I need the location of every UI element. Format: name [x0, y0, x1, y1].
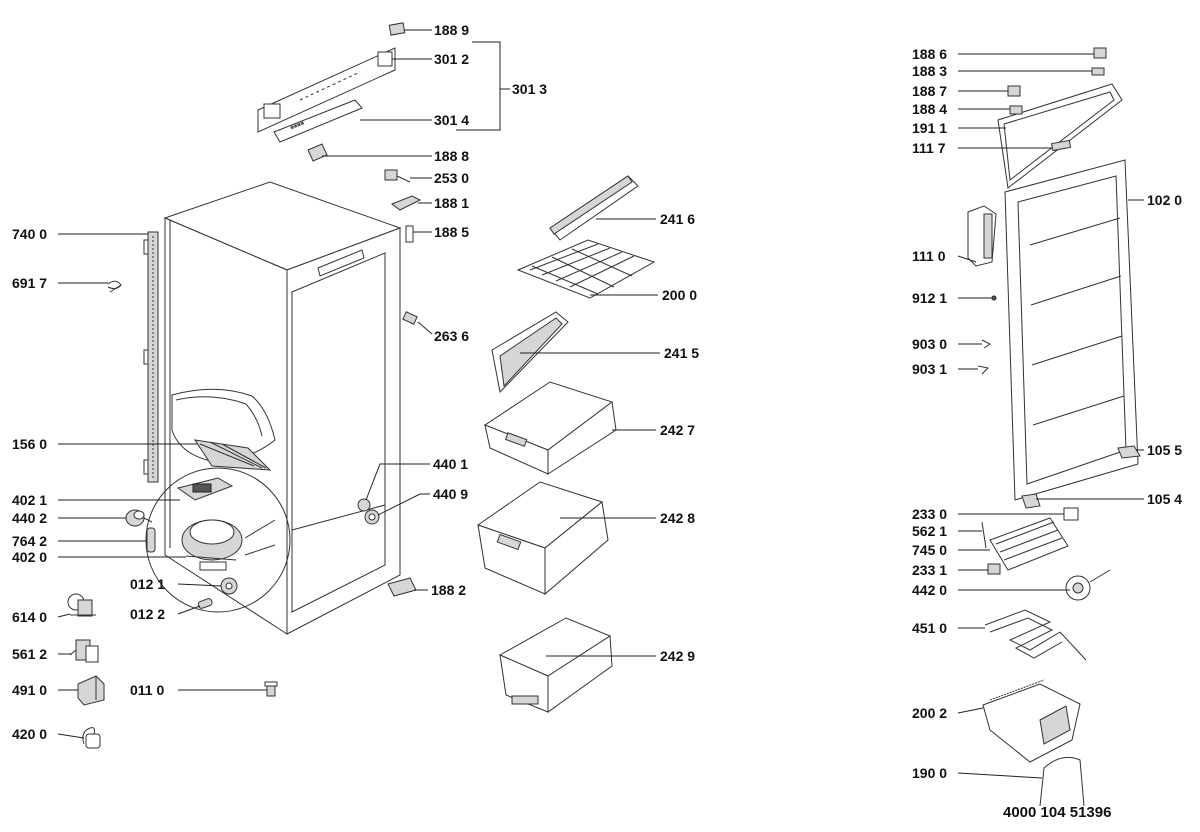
- label-561-2: 561 2: [12, 646, 47, 662]
- door-gasket-part: [997, 83, 1123, 189]
- relay-cover-part: [77, 675, 105, 706]
- label-188-1: 188 1: [434, 195, 469, 211]
- hinge-right-parts: [1021, 445, 1141, 509]
- label-241-5: 241 5: [664, 345, 699, 361]
- hinge-top-part: [390, 195, 422, 211]
- label-102-0: 102 0: [1147, 192, 1182, 208]
- label-188-3: 188 3: [912, 63, 947, 79]
- label-253-0: 253 0: [434, 170, 469, 186]
- label-301-4: 301 4: [434, 112, 469, 128]
- handle-label-part: [1051, 139, 1072, 152]
- label-242-7: 242 7: [660, 422, 695, 438]
- label-111-7: 111 7: [912, 140, 946, 156]
- defrost-heater-part: [984, 609, 1087, 661]
- svg-text:■■■■: ■■■■: [290, 120, 306, 131]
- label-903-1: 903 1: [912, 361, 947, 377]
- small-cap-parts: [1007, 47, 1107, 115]
- label-188-9: 188 9: [434, 22, 469, 38]
- flap-part: [549, 175, 639, 241]
- label-301-3: 301 3: [512, 81, 547, 97]
- label-745-0: 745 0: [912, 542, 947, 558]
- label-105-5: 105 5: [1147, 442, 1182, 458]
- clip-part: [107, 280, 122, 293]
- label-188-4: 188 4: [912, 101, 947, 117]
- label-191-1: 191 1: [912, 120, 947, 136]
- drawer-top-part: [483, 381, 617, 475]
- label-012-2: 012 2: [130, 606, 165, 622]
- top-panel-part: [257, 47, 396, 133]
- screws-door-parts: [977, 295, 997, 375]
- label-562-1: 562 1: [912, 523, 947, 539]
- label-105-4: 105 4: [1147, 491, 1182, 507]
- drain-plug-part: [357, 498, 380, 525]
- capacitor-part: [125, 509, 153, 527]
- label-402-0: 402 0: [12, 549, 47, 565]
- pin-top-part: [405, 225, 414, 243]
- top-cover-part: ■■■■: [273, 99, 363, 143]
- wire-shelf-part: [516, 239, 656, 299]
- label-156-0: 156 0: [12, 436, 47, 452]
- label-903-0: 903 0: [912, 336, 947, 352]
- part-labels: 188 9 301 2 301 3 301 4 188 8 253 0 188 …: [12, 22, 1182, 821]
- drawer-middle-part: [476, 481, 609, 596]
- label-188-2: 188 2: [431, 582, 466, 598]
- grommet-part: [220, 577, 238, 595]
- label-440-9: 440 9: [433, 486, 468, 502]
- heater-parts: [981, 507, 1111, 601]
- label-233-0: 233 0: [912, 506, 947, 522]
- side-rail-part: [143, 231, 159, 483]
- label-188-6: 188 6: [912, 46, 947, 62]
- label-740-0: 740 0: [12, 226, 47, 242]
- label-402-1: 402 1: [12, 492, 47, 508]
- label-912-1: 912 1: [912, 290, 947, 306]
- label-764-2: 764 2: [12, 533, 47, 549]
- label-242-9: 242 9: [660, 648, 695, 664]
- label-301-2: 301 2: [434, 51, 469, 67]
- switch-part: [384, 169, 411, 183]
- button-part: [388, 22, 406, 36]
- label-263-6: 263 6: [434, 328, 469, 344]
- label-614-0: 614 0: [12, 609, 47, 625]
- label-190-0: 190 0: [912, 765, 947, 781]
- drawer-bottom-part: [498, 617, 613, 713]
- filter-drier-part: [146, 527, 156, 553]
- pin-part: [197, 598, 213, 609]
- label-188-5: 188 5: [434, 224, 469, 240]
- label-440-1: 440 1: [433, 456, 468, 472]
- relay-part: [69, 639, 99, 663]
- label-part: [307, 143, 328, 162]
- hinge-bottom-part: [387, 577, 417, 597]
- label-440-2: 440 2: [12, 510, 47, 526]
- label-012-1: 012 1: [130, 576, 165, 592]
- label-200-0: 200 0: [662, 287, 697, 303]
- label-188-8: 188 8: [434, 148, 469, 164]
- hinge-pin-part: [402, 311, 418, 325]
- label-442-0: 442 0: [912, 582, 947, 598]
- leader-lines: [57, 29, 1144, 779]
- label-111-0: 111 0: [912, 248, 946, 264]
- label-241-6: 241 6: [660, 211, 695, 227]
- label-188-7: 188 7: [912, 83, 947, 99]
- label-451-0: 451 0: [912, 620, 947, 636]
- drain-tube-part: [1039, 756, 1085, 807]
- label-420-0: 420 0: [12, 726, 47, 742]
- door-handle-part: [967, 205, 997, 267]
- label-233-1: 233 1: [912, 562, 947, 578]
- label-242-8: 242 8: [660, 510, 695, 526]
- drawer-front-part: [491, 311, 569, 394]
- compressor-compartment: [145, 467, 291, 613]
- evaporator-cover-part: [982, 679, 1081, 763]
- label-011-0: 011 0: [130, 682, 164, 698]
- thermostat-part: [67, 593, 96, 617]
- screw-part: [264, 681, 278, 697]
- label-691-7: 691 7: [12, 275, 47, 291]
- label-200-2: 200 2: [912, 705, 947, 721]
- cable-capacitor-part: [82, 727, 101, 749]
- label-491-0: 491 0: [12, 682, 47, 698]
- reference-number: 4000 104 51396: [1003, 804, 1111, 821]
